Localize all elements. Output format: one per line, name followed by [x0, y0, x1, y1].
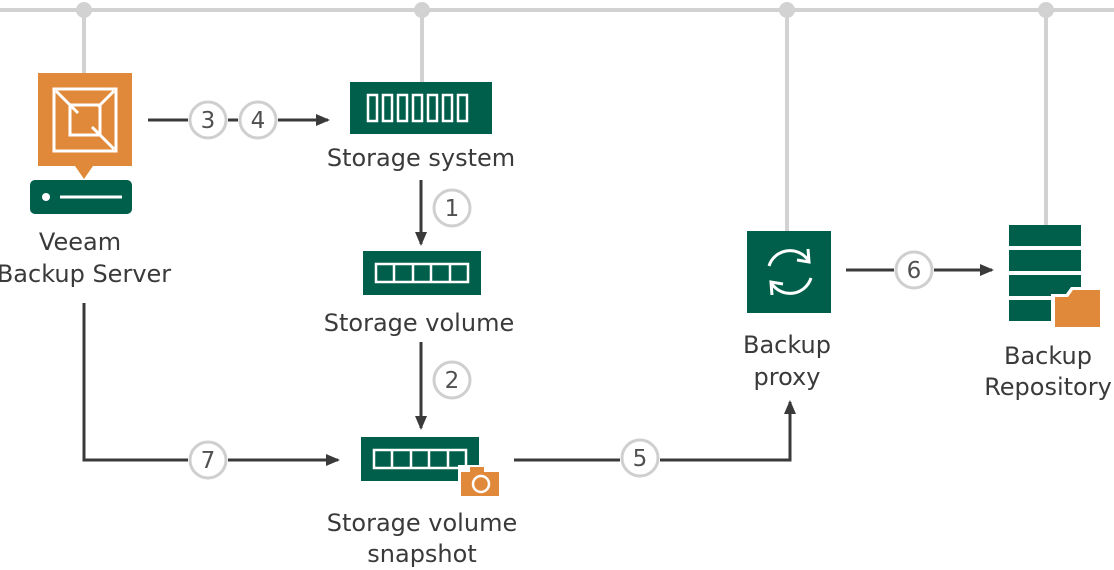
step-2-label: 2	[445, 368, 460, 394]
veeam-backup-server-icon	[30, 73, 132, 214]
storage-volume-snapshot-icon	[361, 437, 502, 497]
storage-volume-snapshot: Storage volume snapshot	[327, 437, 517, 568]
backup-proxy-label-line2: proxy	[754, 363, 821, 391]
step-marker-4: 4	[238, 100, 278, 140]
storage-volume-label: Storage volume	[324, 309, 514, 337]
step-7-label: 7	[201, 448, 216, 474]
storage-system-icon	[350, 82, 492, 134]
step-1-label: 1	[445, 196, 460, 222]
network-bus	[0, 2, 1114, 231]
backup-proxy: Backup proxy	[743, 231, 831, 391]
backup-repository-label-line2: Repository	[984, 373, 1112, 401]
storage-system-label: Storage system	[327, 144, 515, 172]
backup-server-label-line2: Backup Server	[0, 260, 171, 288]
backup-repository-icon	[1009, 225, 1102, 330]
veeam-backup-server: Veeam Backup Server	[0, 73, 171, 288]
camera-icon	[458, 465, 502, 497]
backup-proxy-label-line1: Backup	[743, 331, 831, 359]
step-marker-3: 3	[188, 100, 228, 140]
storage-volume: Storage volume	[324, 251, 514, 337]
snapshot-label-line2: snapshot	[367, 540, 476, 568]
step-3-label: 3	[201, 108, 216, 134]
backup-repository-label-line1: Backup	[1004, 342, 1092, 370]
step-marker-1: 1	[432, 188, 472, 228]
step-marker-2: 2	[432, 360, 472, 400]
snapshot-label-line1: Storage volume	[327, 509, 517, 537]
step-marker-6: 6	[894, 250, 934, 290]
step-4-label: 4	[251, 108, 266, 134]
backup-server-label-line1: Veeam	[39, 228, 121, 256]
storage-volume-icon	[363, 251, 481, 295]
backup-repository: Backup Repository	[984, 225, 1112, 401]
step-5-label: 5	[633, 446, 648, 472]
step-markers: 3 4 1 2 7 5 6	[188, 100, 934, 480]
step-marker-7: 7	[188, 440, 228, 480]
arrow-server-to-snapshot	[82, 303, 188, 462]
step-marker-5: 5	[620, 438, 660, 478]
step-6-label: 6	[907, 258, 922, 284]
flow-arrows	[82, 114, 994, 466]
backup-proxy-icon	[747, 231, 831, 313]
storage-system: Storage system	[327, 82, 515, 172]
